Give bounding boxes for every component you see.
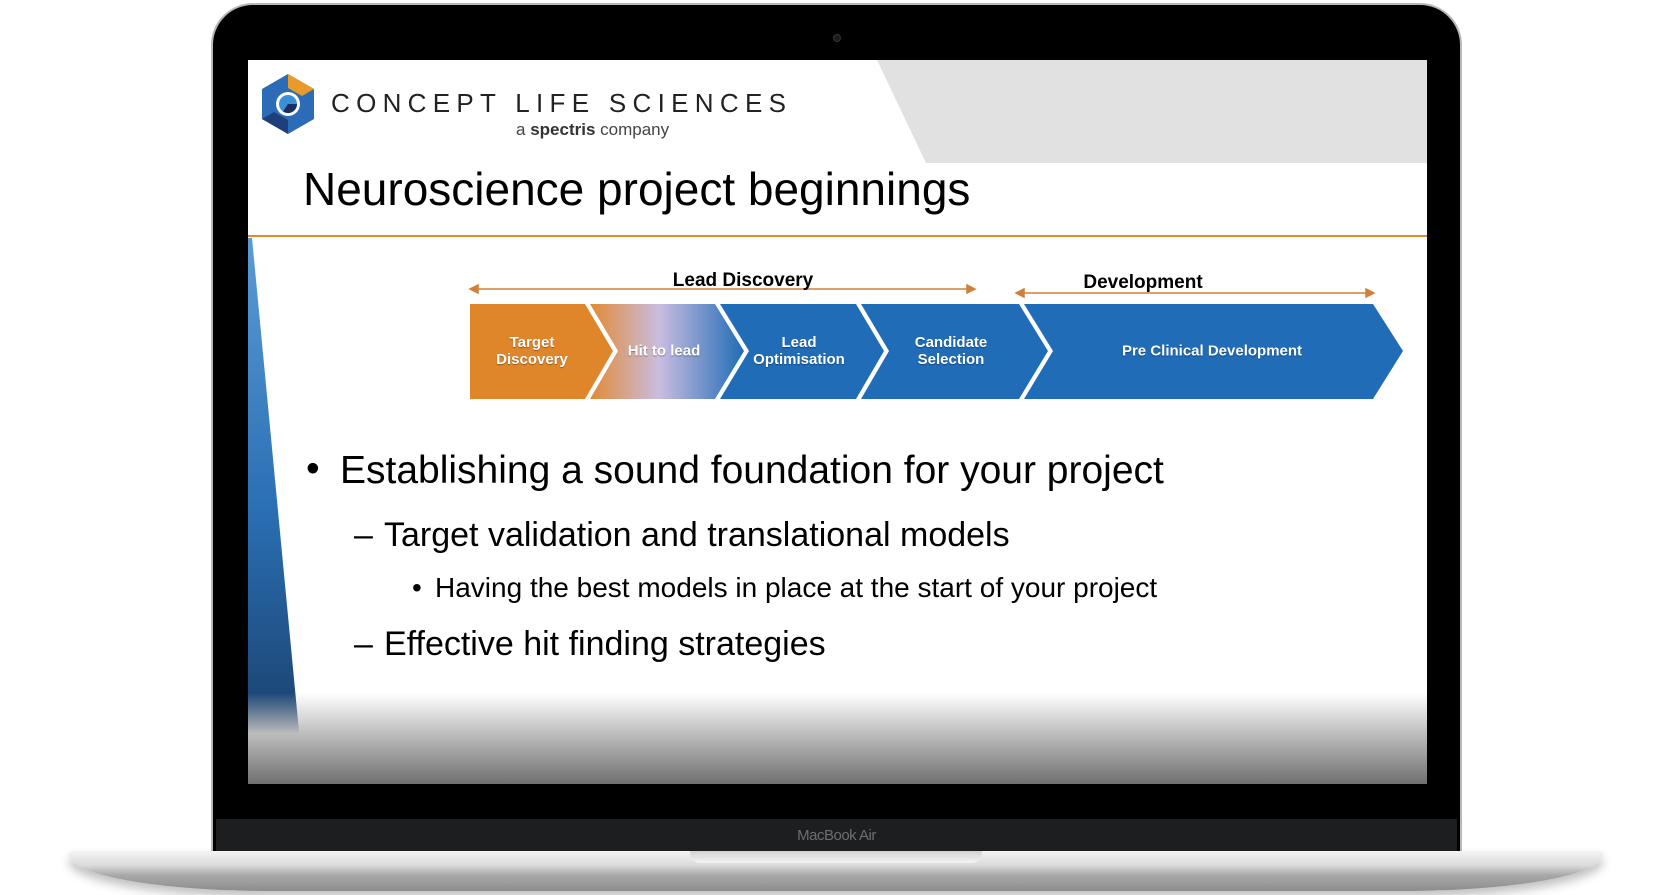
dash-glyph: – xyxy=(354,516,373,554)
step-label: Pre Clinical Development xyxy=(1121,342,1303,360)
dash-glyph: – xyxy=(354,625,373,663)
camera-icon xyxy=(833,34,841,42)
slide-decorations xyxy=(248,60,1427,784)
bullet-level3: Having the best models in place at the s… xyxy=(435,572,1158,603)
step-lead-optimisation xyxy=(720,304,884,399)
bullet-level1: Establishing a sound foundation for your… xyxy=(340,449,1164,492)
step-hit-to-lead xyxy=(590,304,744,399)
bullet-glyph: • xyxy=(412,572,422,603)
step-candidate-selection xyxy=(861,304,1048,399)
title-divider xyxy=(248,235,1427,237)
brand-name: CONCEPT LIFE SCIENCES xyxy=(331,88,793,118)
header-gray-panel xyxy=(877,60,1427,163)
development-arrow xyxy=(1014,287,1376,299)
laptop-lid-notch xyxy=(690,851,982,863)
laptop-chin: MacBook Air xyxy=(216,819,1457,853)
step-pre-clinical-development xyxy=(1024,304,1403,399)
bottom-shade xyxy=(248,693,1427,784)
side-accent-stripe xyxy=(248,238,304,784)
bullet-level2: Target validation and translational mode… xyxy=(384,516,1010,554)
bullet-glyph: • xyxy=(306,447,320,490)
slide-title: Neuroscience project beginnings xyxy=(303,163,971,215)
step-target-discovery xyxy=(470,304,613,399)
slide: CONCEPT LIFE SCIENCES a spectris company… xyxy=(248,60,1427,784)
phase-label-development: Development xyxy=(1083,272,1203,293)
device-label: MacBook Air xyxy=(797,827,876,844)
brand-tagline: a spectris company xyxy=(516,120,670,139)
lead-discovery-arrow xyxy=(468,283,977,295)
step-label: Hit to lead xyxy=(627,342,701,360)
company-logo-icon xyxy=(262,74,314,134)
bullet-level2: Effective hit finding strategies xyxy=(384,625,826,663)
phase-label-lead-discovery: Lead Discovery xyxy=(672,270,814,291)
